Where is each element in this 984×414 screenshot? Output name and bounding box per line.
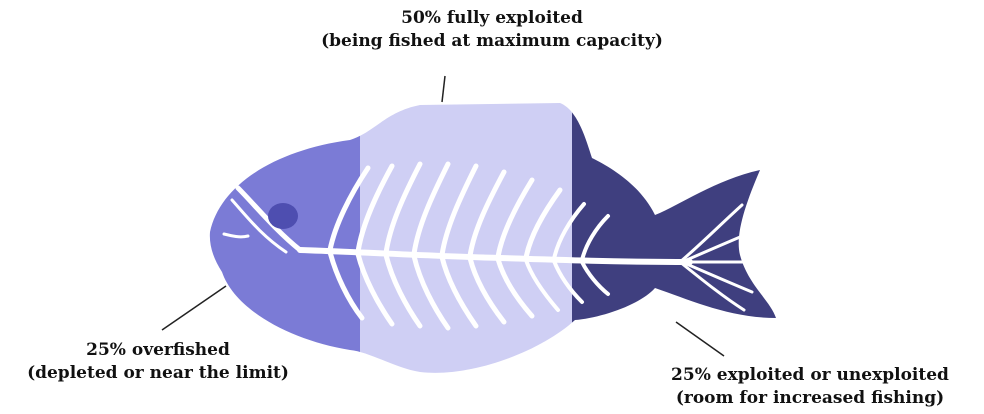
underexploited-segment bbox=[572, 80, 812, 400]
fully-exploited-segment bbox=[360, 80, 572, 400]
leader-line-left bbox=[162, 286, 226, 330]
fish-eye bbox=[268, 203, 298, 229]
leader-line-top bbox=[442, 76, 445, 102]
leader-line-right bbox=[676, 322, 724, 356]
overfished-segment bbox=[150, 80, 360, 400]
